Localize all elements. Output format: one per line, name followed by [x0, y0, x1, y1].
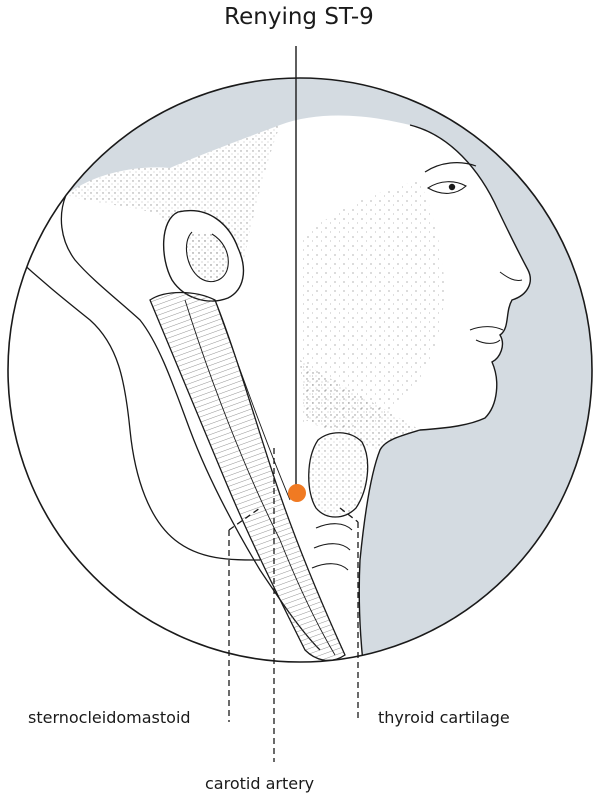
shoulder-outline — [8, 249, 261, 561]
thyroid-cartilage-leader — [339, 507, 359, 722]
diagram-title: Renying ST-9 — [224, 4, 374, 30]
lips — [469, 326, 504, 344]
nostril — [499, 271, 523, 281]
ear-stipple — [186, 232, 229, 282]
sternocleidomastoid-muscle — [149, 291, 346, 662]
sternocleidomastoid-label: sternocleidomastoid — [28, 708, 191, 727]
st9-point-marker — [288, 484, 306, 502]
jaw-shading — [300, 360, 420, 450]
circle-border — [7, 77, 593, 663]
eye — [426, 181, 467, 194]
face-profile — [358, 124, 531, 662]
sternocleidomastoid-leader — [228, 507, 261, 722]
eyebrow — [424, 162, 477, 173]
nape-outline — [60, 194, 321, 651]
muscle-fiber-lines — [184, 299, 336, 656]
trachea-rings — [311, 523, 353, 571]
pupil — [448, 183, 456, 191]
carotid-artery-label: carotid artery — [205, 774, 315, 793]
face-shading — [300, 180, 444, 428]
thyroid-cartilage-shading — [308, 432, 368, 517]
thyroid-cartilage-label: thyroid cartilage — [378, 708, 510, 727]
